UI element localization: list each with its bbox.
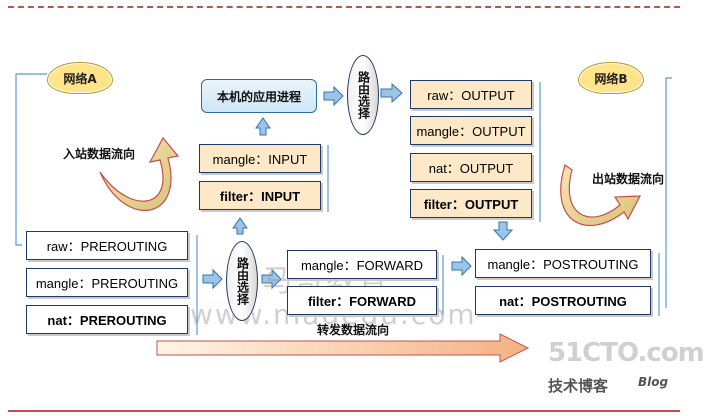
site-logo-subtitle: 技术博客 <box>548 377 609 395</box>
output-mangle: mangle：OUTPUT <box>410 116 532 145</box>
forward-filter: filter：FORWARD <box>287 286 437 315</box>
site-logo-blog: Blog <box>638 375 669 389</box>
outbound-flow-label: 出站数据流向 <box>592 172 665 186</box>
prerouting-nat: nat：PREROUTING <box>26 305 188 334</box>
forward-flow-label: 转发数据流向 <box>317 323 390 337</box>
input-filter: filter：INPUT <box>199 181 321 210</box>
postrouting-nat: nat：POSTROUTING <box>475 286 651 315</box>
top-divider <box>8 6 680 8</box>
output-filter: filter：OUTPUT <box>410 189 532 218</box>
site-logo: 51CTO.com <box>548 338 704 368</box>
inbound-flow-label: 入站数据流向 <box>63 147 136 161</box>
prerouting-mangle: mangle：PREROUTING <box>26 268 188 297</box>
local-app-process: 本机的应用进程 <box>201 79 317 113</box>
routing-decision-top: 路由选择 <box>347 55 379 135</box>
flow-connectors <box>15 73 672 363</box>
output-nat: nat：OUTPUT <box>410 153 532 182</box>
input-mangle: mangle：INPUT <box>199 144 321 173</box>
bottom-divider <box>8 410 680 412</box>
network-b-cloud: 网络B <box>578 62 644 94</box>
forward-mangle: mangle：FORWARD <box>287 250 437 279</box>
postrouting-mangle: mangle：POSTROUTING <box>475 249 651 278</box>
network-a-cloud: 网络A <box>47 62 113 94</box>
prerouting-raw: raw：PREROUTING <box>26 231 188 260</box>
routing-decision-middle: 路由选择 <box>226 241 258 321</box>
output-raw: raw：OUTPUT <box>410 80 532 109</box>
